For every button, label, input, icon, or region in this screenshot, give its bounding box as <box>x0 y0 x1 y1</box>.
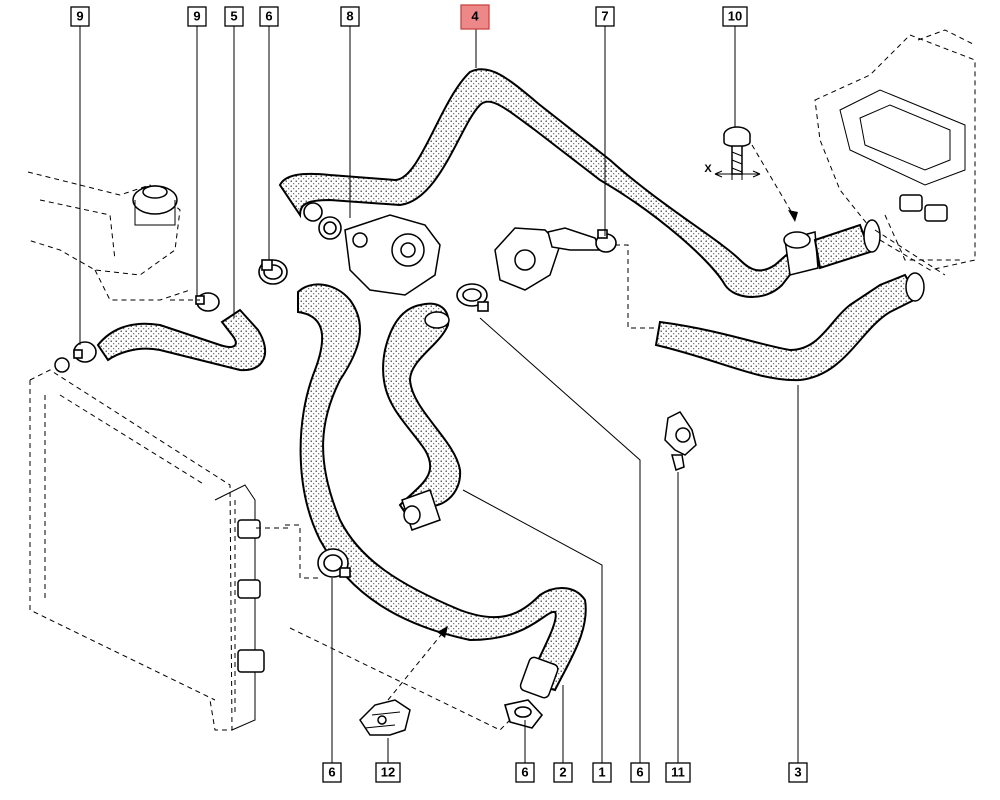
hose-2 <box>297 283 587 692</box>
callout-1: 1 <box>592 762 612 783</box>
svg-text:6: 6 <box>521 764 528 779</box>
clamp-7 <box>595 229 617 253</box>
arrow-12 <box>387 629 446 701</box>
svg-text:9: 9 <box>193 8 200 23</box>
hose-3-end <box>905 272 925 302</box>
bracket-12 <box>359 699 411 736</box>
svg-text:6: 6 <box>265 8 272 23</box>
hose-5 <box>96 308 267 372</box>
callout-6-bottom: 6 <box>515 762 535 783</box>
callout-3: 3 <box>788 762 808 783</box>
clamp-8 <box>303 202 342 240</box>
leader-lines <box>79 26 799 763</box>
radiator <box>29 357 265 731</box>
callout-4: 4 <box>460 4 490 30</box>
svg-text:12: 12 <box>381 764 395 779</box>
svg-text:6: 6 <box>636 764 643 779</box>
heater-box <box>814 29 976 271</box>
svg-text:2: 2 <box>559 764 566 779</box>
hose-1 <box>382 302 462 522</box>
thermostat-housing <box>344 214 441 296</box>
arrow-10-head <box>788 210 798 222</box>
callout-2: 2 <box>553 762 573 783</box>
water-outlet <box>494 227 602 291</box>
clamp-6-bottom <box>503 699 544 729</box>
callout-6-lower: 6 <box>322 762 342 783</box>
svg-text:11: 11 <box>671 764 685 779</box>
callout-9-right: 9 <box>187 6 207 27</box>
bleed-screw-10 <box>714 126 761 180</box>
callout-12: 12 <box>375 762 401 783</box>
svg-text:1: 1 <box>598 764 605 779</box>
clamp-6-top-left <box>258 259 288 285</box>
arrow-10 <box>751 144 796 219</box>
callout-7: 7 <box>595 6 615 27</box>
arrow-12-head <box>437 626 448 638</box>
dashed-link-heater <box>874 229 946 276</box>
dashed-link-radiator-top <box>285 524 318 579</box>
callout-8: 8 <box>340 6 360 27</box>
dashed-link-radiator-bottom <box>289 627 513 731</box>
callout-6-top: 6 <box>259 6 279 27</box>
clip-11 <box>664 411 697 471</box>
callout-11: 11 <box>665 762 691 783</box>
svg-text:8: 8 <box>346 8 353 23</box>
engine-outline-left <box>27 171 191 301</box>
callout-6-mid: 6 <box>630 762 650 783</box>
callout-5: 5 <box>224 6 244 27</box>
hose-3 <box>654 273 920 382</box>
clamp-6-mid <box>456 283 489 312</box>
clamp-9-right <box>195 292 220 312</box>
hose-2-end <box>519 656 559 699</box>
callout-9-left: 9 <box>70 6 90 27</box>
svg-text:5: 5 <box>230 8 237 23</box>
dashed-link-7-3 <box>615 244 660 329</box>
clamp-9-left <box>73 341 97 363</box>
fitting-4-right <box>783 219 881 276</box>
svg-text:10: 10 <box>728 8 742 23</box>
hose-1-end-top <box>424 311 450 329</box>
svg-text:7: 7 <box>601 8 608 23</box>
dimension-label-x: X <box>704 163 712 175</box>
svg-text:4: 4 <box>471 8 479 23</box>
callout-10: 10 <box>722 6 748 27</box>
svg-text:6: 6 <box>328 764 335 779</box>
svg-text:3: 3 <box>794 764 801 779</box>
clamp-6-lower <box>317 548 351 578</box>
svg-text:9: 9 <box>76 8 83 23</box>
